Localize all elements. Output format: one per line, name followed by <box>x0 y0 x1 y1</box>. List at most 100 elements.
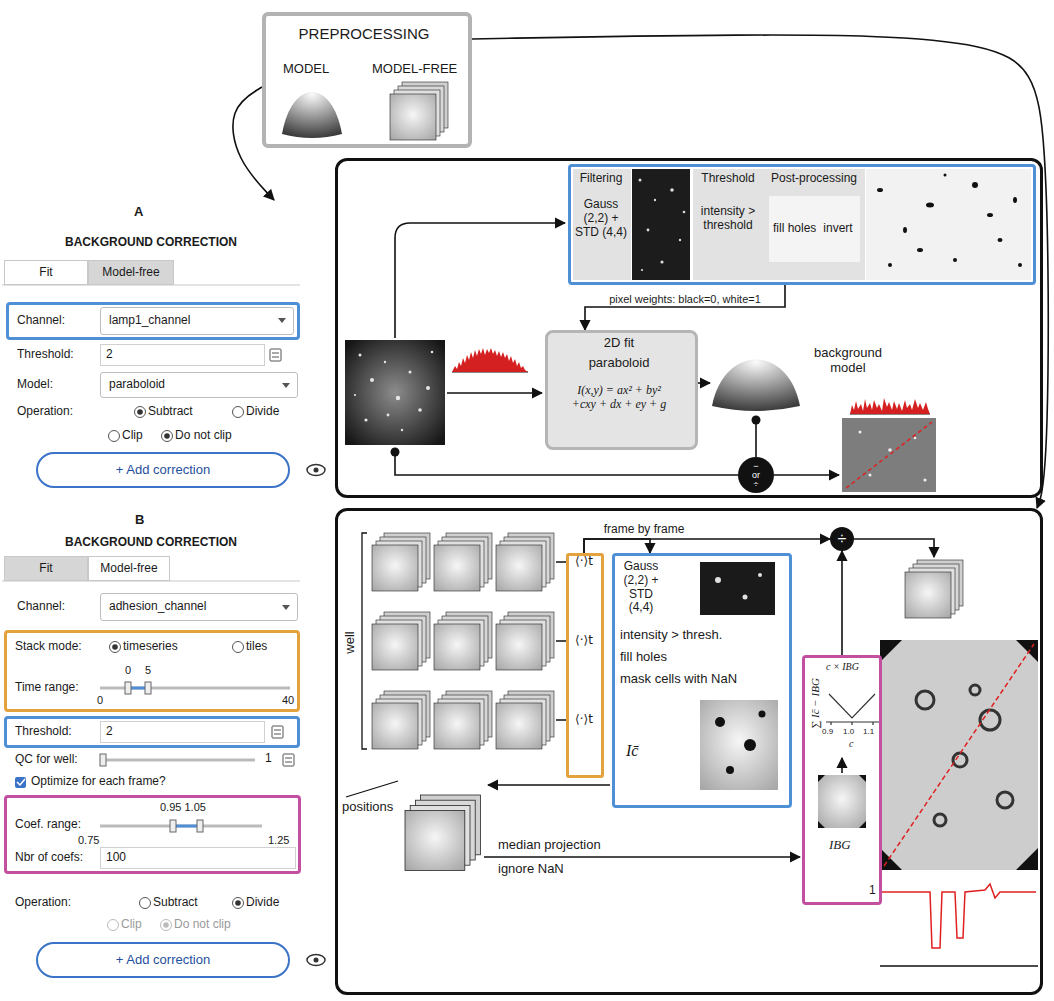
image-stack <box>372 691 430 749</box>
pipeline-panel: ⟨·⟩t⟨·⟩t⟨·⟩tGauss (2,2) + STD (4,4)inten… <box>335 508 1043 995</box>
node-text: Post-processing <box>765 172 863 186</box>
microscopy-image <box>370 378 374 382</box>
gui-controls <box>270 349 281 361</box>
microscopy-image <box>418 408 422 412</box>
dropdown: paraboloid <box>100 372 298 398</box>
result-image <box>916 685 1013 826</box>
background-model-surface <box>712 360 800 412</box>
dropdown: adhesion_channel <box>100 593 298 621</box>
node-text: Fit <box>39 266 52 280</box>
tab: Model-free <box>88 260 174 285</box>
corrected-image <box>869 474 872 477</box>
node-text: lamp1_channel <box>109 314 190 328</box>
highlight-box: ∑ Ic̄ − IBGc × IBG0.91.01.1cIBG <box>802 655 882 905</box>
node-text: 1.0 <box>843 727 854 736</box>
microscopy-image <box>944 174 947 177</box>
highlight-box: Threshold:2 <box>4 716 300 748</box>
result-image <box>880 965 1038 966</box>
gui-controls <box>125 682 131 694</box>
image-stack-icon <box>390 82 448 140</box>
result-image <box>884 644 1034 866</box>
corrected-image <box>859 431 927 482</box>
mask-image <box>758 573 762 577</box>
result-image <box>880 640 1038 870</box>
button: + Add correction <box>36 452 290 488</box>
node-text: Model-free <box>100 562 157 576</box>
gui-controls <box>170 820 176 832</box>
pipeline-panel: FilteringGauss (2,2) + STD (4,4)Threshol… <box>335 158 1043 498</box>
group-box: PREPROCESSINGMODELMODEL-FREE <box>262 12 472 148</box>
node-text: Gauss (2,2) + STD (4,4) <box>618 560 664 615</box>
gui-controls <box>282 383 290 388</box>
result-image <box>970 685 980 695</box>
option-label: Clip <box>121 918 142 932</box>
microscopy-image <box>998 238 1003 242</box>
node-text: invert <box>823 222 852 236</box>
checkbox-label: Optimize for each frame? <box>31 775 166 789</box>
microscopy-image <box>359 354 362 357</box>
result-image <box>880 640 1038 966</box>
corrected-image <box>914 437 917 440</box>
connector <box>584 539 650 553</box>
flow-arrow <box>395 223 565 338</box>
node-text: IBG <box>829 838 851 853</box>
gui-controls <box>2 285 325 966</box>
text-input: 100 <box>100 847 296 869</box>
node-text: Filtering <box>573 172 629 186</box>
gui-controls <box>285 758 292 762</box>
result-image <box>916 691 934 709</box>
gui-controls <box>17 779 25 785</box>
microscopy-image <box>401 429 403 431</box>
microscopy-image <box>354 351 433 431</box>
leader-line <box>556 562 566 720</box>
node-text: Nbr of coefs: <box>15 851 83 865</box>
button: + Add correction <box>36 942 290 978</box>
option-label: Subtract <box>148 405 193 419</box>
node-text: ÷ <box>838 531 847 547</box>
flow-arrow <box>395 452 738 475</box>
microscopy-image <box>877 174 1022 268</box>
flow-arrow <box>484 856 800 858</box>
node-text: A <box>134 205 143 220</box>
paraboloid-icon <box>282 92 342 138</box>
microscopy-image <box>1013 197 1017 203</box>
leader-line <box>346 781 398 797</box>
node-text: B <box>135 513 144 528</box>
highlight-box: Gauss (2,2) + STD (4,4)intensity > thres… <box>612 553 792 808</box>
mask-image <box>700 700 778 790</box>
gui-controls <box>283 754 294 766</box>
image-stack <box>496 612 554 670</box>
leader-line <box>346 533 566 797</box>
node-text: tiles <box>246 640 267 654</box>
mask-image <box>715 577 721 583</box>
option-label: Divide <box>246 405 279 419</box>
image-stack <box>905 560 963 618</box>
intensity-histogram <box>452 348 528 372</box>
highlight-box: Stack mode:timeseriestilesTime range:050… <box>4 630 300 712</box>
node-text: 0.95 1.05 <box>160 801 206 814</box>
node-text: 40 <box>282 694 294 707</box>
image-stack <box>372 533 430 591</box>
paraboloid-icon <box>282 92 342 138</box>
node-text: Stack mode: <box>15 640 82 654</box>
result-image <box>997 792 1013 808</box>
microscopy-image <box>641 269 643 271</box>
mask-image <box>715 717 725 727</box>
mask-image <box>743 595 748 600</box>
axis-label: well <box>343 625 358 659</box>
operation-circle: ÷ <box>830 527 854 551</box>
microscopy-image <box>903 227 907 233</box>
result-image <box>882 884 1036 948</box>
gui-controls <box>314 958 319 963</box>
node-text: BACKGROUND CORRECTION <box>2 236 300 250</box>
corrected-image <box>846 422 932 488</box>
flow-arrow <box>484 539 934 857</box>
gui-controls <box>162 431 173 442</box>
step-box: Post-processingfill holesinvert <box>765 169 865 280</box>
gui-controls <box>163 922 169 928</box>
microscopy-image <box>387 414 390 417</box>
microscopy-image <box>396 396 400 400</box>
gui-controls <box>272 353 279 357</box>
node-text: fill holes <box>620 650 667 665</box>
image-stack <box>496 533 554 591</box>
